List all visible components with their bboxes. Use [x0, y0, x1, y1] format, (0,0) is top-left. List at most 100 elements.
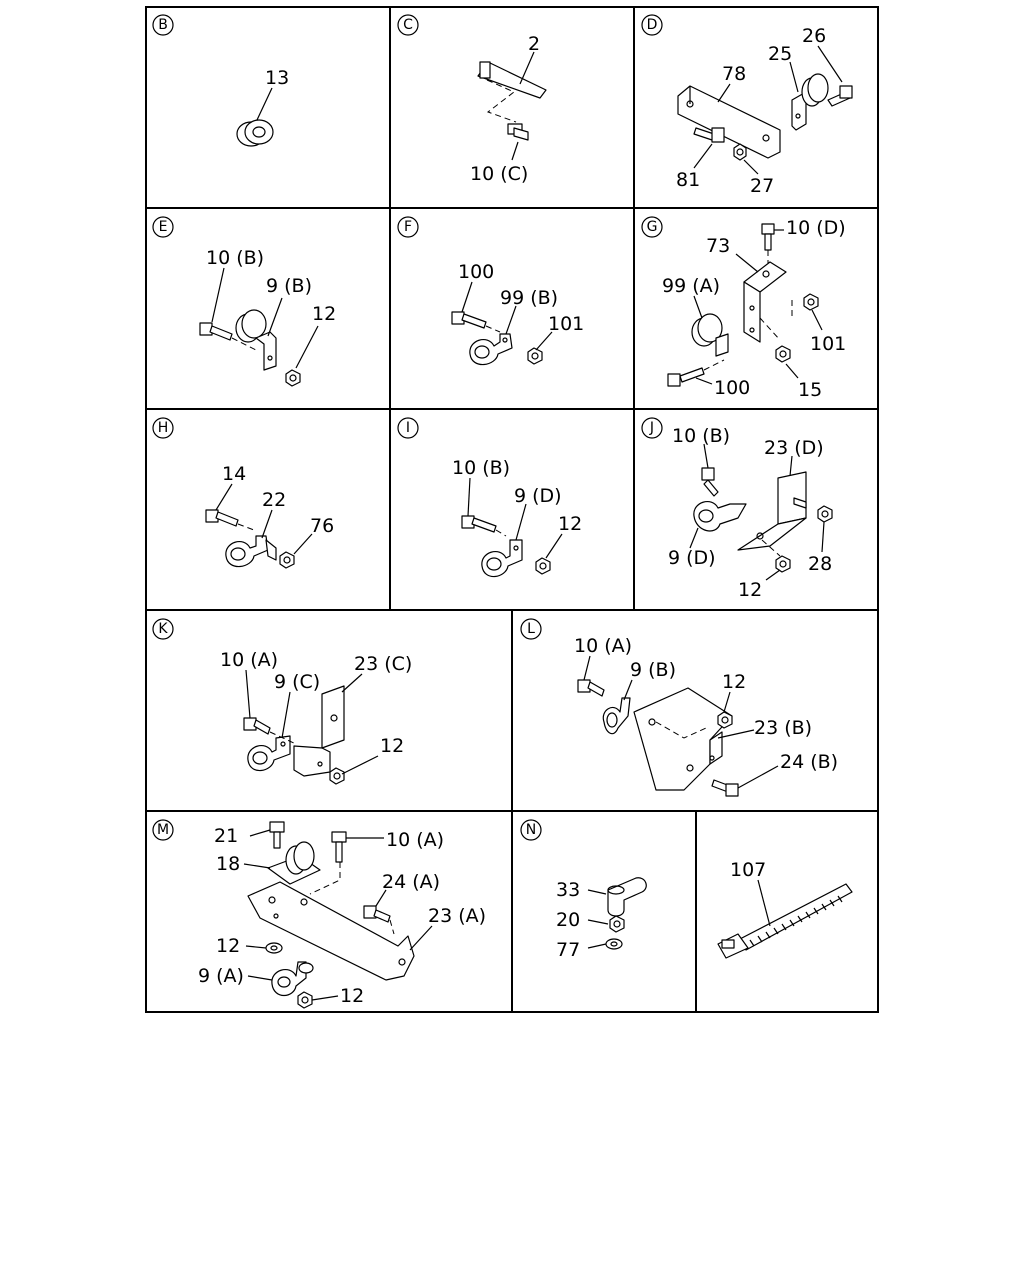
- callout-24a-m: 24 (A): [382, 871, 440, 893]
- callout-2: 2: [528, 33, 540, 55]
- bolt-14-h: [205, 509, 239, 527]
- clamp-99b-f: [469, 333, 513, 366]
- nut-15-g: [775, 345, 791, 363]
- callout-27: 27: [750, 175, 774, 197]
- callout-10b-i: 10 (B): [452, 457, 510, 479]
- nut-12-k: [329, 767, 345, 785]
- panel-letter-m-text: M: [157, 822, 169, 838]
- callout-9b-l: 9 (B): [630, 659, 676, 681]
- panel-letter-i-text: I: [406, 420, 410, 436]
- callout-22-h: 22: [262, 489, 286, 511]
- cap-33: [607, 877, 647, 917]
- callout-10d-g: 10 (D): [786, 217, 846, 239]
- panel-o: 107: [717, 859, 853, 959]
- panel-c: C 2 10 (C): [397, 14, 547, 185]
- nut-27: [733, 143, 747, 161]
- panel-n: N 33 20 77: [520, 819, 647, 961]
- panel-letter-k-text: K: [158, 621, 168, 637]
- bracket-23d-j: [737, 471, 807, 551]
- bolt-24a-m: [363, 905, 391, 923]
- panel-letter-b: B: [152, 14, 174, 36]
- clamp-22-h: [225, 535, 277, 568]
- callout-10a-l: 10 (A): [574, 635, 632, 657]
- panel-letter-c-text: C: [403, 17, 413, 33]
- callout-12-i: 12: [558, 513, 582, 535]
- callout-10b-j: 10 (B): [672, 425, 730, 447]
- bolt-10c: [507, 123, 529, 141]
- callout-77: 77: [556, 939, 580, 961]
- bracket-73: [743, 261, 787, 343]
- panel-letter-n-text: N: [526, 822, 536, 838]
- panel-letter-d: D: [641, 14, 663, 36]
- nut-12-i: [535, 557, 551, 575]
- callout-12-k: 12: [380, 735, 404, 757]
- bracket-78: [677, 85, 781, 159]
- panel-letter-k: K: [152, 618, 174, 640]
- panel-e: E 10 (B) 9 (B) 12: [152, 216, 336, 387]
- callout-10a-m: 10 (A): [386, 829, 444, 851]
- bolt-j-right: [793, 497, 807, 509]
- panel-g: G: [641, 216, 846, 401]
- nut-76-h: [279, 551, 295, 569]
- clamp-9c-k: [247, 735, 291, 772]
- bracket-23b-l: [633, 687, 733, 791]
- cable-tie-107: [717, 883, 853, 959]
- callout-20: 20: [556, 909, 580, 931]
- callout-9c-k: 9 (C): [274, 671, 320, 693]
- callout-9b-e: 9 (B): [266, 275, 312, 297]
- panel-letter-e-text: E: [159, 219, 168, 235]
- nut-101-f: [527, 347, 543, 365]
- panel-m: M: [152, 819, 486, 1009]
- panel-letter-d-text: D: [647, 17, 658, 33]
- clamp-9d-j: [693, 500, 747, 532]
- panel-letter-j-text: J: [649, 420, 654, 436]
- panel-letter-i: I: [397, 417, 419, 439]
- callout-24b-l: 24 (B): [780, 751, 838, 773]
- bracket-23a-m: [247, 881, 415, 981]
- panel-letter-b-text: B: [158, 17, 168, 33]
- callout-81: 81: [676, 169, 700, 191]
- nut-12-j: [775, 555, 791, 573]
- callout-12-m-lower: 12: [340, 985, 364, 1007]
- callout-9d-j: 9 (D): [668, 547, 716, 569]
- callout-28-j: 28: [808, 553, 832, 575]
- bolt-26: [827, 85, 853, 107]
- bolt-10a-m: [331, 831, 347, 863]
- callout-18-m: 18: [216, 853, 240, 875]
- panel-letter-f-text: F: [404, 219, 412, 235]
- panel-letter-e: E: [152, 216, 174, 238]
- bolt-100-f: [451, 311, 487, 329]
- callout-33: 33: [556, 879, 580, 901]
- callout-73: 73: [706, 235, 730, 257]
- clamp-99a-g: [691, 313, 729, 357]
- bolt-10a-k: [243, 717, 271, 735]
- washer-77: [605, 938, 623, 950]
- panel-k: K 10 (A) 9 (C) 23 (C) 12: [152, 618, 412, 785]
- bolt-10b-e: [199, 322, 233, 341]
- panel-letter-c: C: [397, 14, 419, 36]
- panel-letter-h: H: [152, 417, 174, 439]
- callout-23a-m: 23 (A): [428, 905, 486, 927]
- panel-letter-g-text: G: [647, 219, 658, 235]
- nut-12-e: [285, 369, 301, 387]
- callout-12-m-upper: 12: [216, 935, 240, 957]
- callout-12-j: 12: [738, 579, 762, 601]
- panel-letter-f: F: [397, 216, 419, 238]
- bolt-24b-l: [711, 779, 739, 797]
- panel-i: I 10 (B) 9 (D) 12: [397, 417, 582, 578]
- clamp-9d-i: [481, 539, 523, 578]
- callout-23c-k: 23 (C): [354, 653, 412, 675]
- callout-10b-e: 10 (B): [206, 247, 264, 269]
- panel-j: J 10 (B) 23 (D) 9 (: [641, 417, 833, 601]
- bolt-100-g: [667, 367, 705, 387]
- panel-letter-l: L: [520, 618, 542, 640]
- panel-b: B 13: [152, 14, 289, 147]
- bolt-81: [693, 127, 725, 143]
- callout-23b-l: 23 (B): [754, 717, 812, 739]
- clamp-9b-l: [602, 697, 631, 735]
- callout-26: 26: [802, 25, 826, 47]
- callout-76-h: 76: [310, 515, 334, 537]
- callout-101-g: 101: [810, 333, 846, 355]
- nut-12-m-upper: [265, 942, 283, 954]
- callout-21-m: 21: [214, 825, 238, 847]
